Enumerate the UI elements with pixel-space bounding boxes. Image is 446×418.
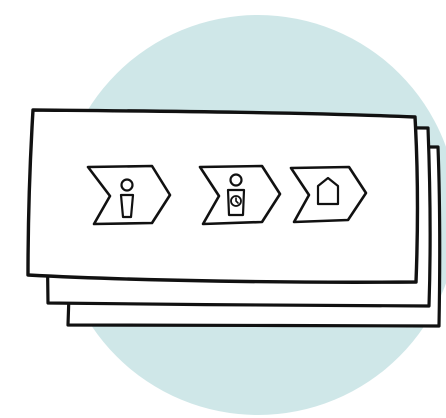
illustration-canvas <box>0 0 446 418</box>
stacked-cards-illustration <box>0 0 446 418</box>
